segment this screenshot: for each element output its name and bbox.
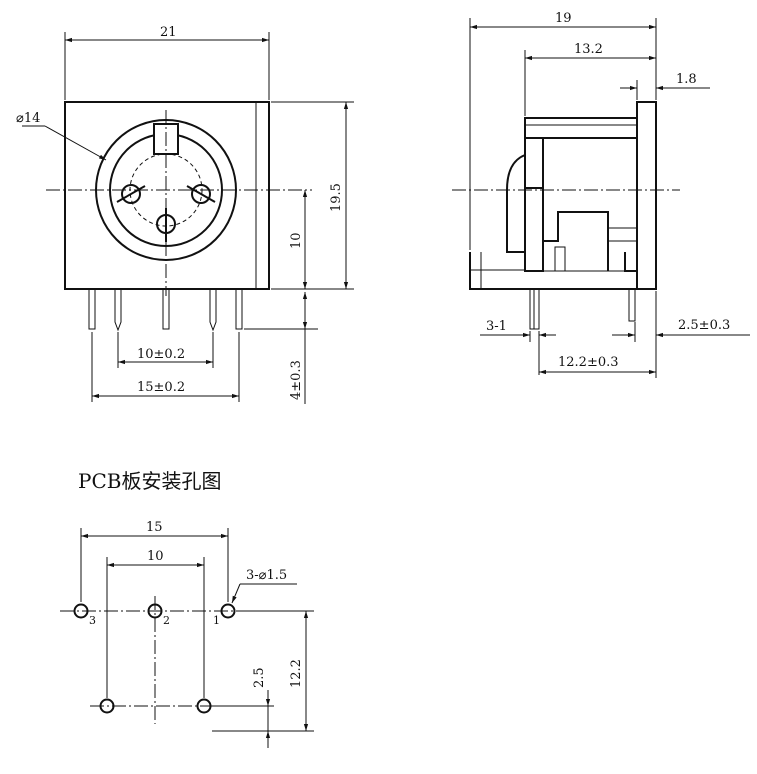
- pcb-hole-2: [147, 603, 163, 619]
- side-body-label: 13.2: [574, 42, 603, 57]
- side-depth-label: 19: [555, 11, 572, 26]
- side-rear-pin: [628, 288, 636, 322]
- front-view: 21 ⌀14 19.5 10 4±0.3 10±0.2 15±0.2: [16, 25, 354, 404]
- pin-contact-right: [186, 184, 216, 204]
- front-pin-height-label: 10: [289, 232, 304, 249]
- side-inner-step: [543, 211, 609, 271]
- pcb-row-pitch-label: 12.2: [289, 659, 304, 688]
- front-outer-pitch-label: 15±0.2: [137, 380, 185, 395]
- front-height-label: 19.5: [329, 183, 344, 212]
- front-diameter-label: ⌀14: [16, 111, 40, 126]
- pcb-hole-3: [73, 603, 89, 619]
- pcb-layout-title: PCB板安装孔图: [78, 469, 221, 493]
- side-flange-plate: [636, 101, 657, 290]
- front-pins: [88, 288, 243, 332]
- side-pin-offset-label: 2.5±0.3: [678, 318, 730, 333]
- pcb-inner-pitch-label: 10: [147, 549, 164, 564]
- side-pin-count-label: 3-1: [486, 319, 507, 334]
- pcb-hole-bottom-right: [196, 698, 212, 714]
- side-nose: [506, 154, 526, 253]
- pin-contact-left: [116, 184, 146, 204]
- side-view: 19 13.2 1.8 3-1 2.5±0.3 12.2±0.3: [452, 11, 750, 378]
- side-pin-row-label: 12.2±0.3: [558, 355, 619, 370]
- pcb-pin-number-3: 3: [89, 614, 96, 627]
- pcb-pin-number-2: 2: [163, 614, 170, 627]
- pcb-row-offset-label: 2.5: [252, 667, 267, 688]
- front-width-label: 21: [160, 25, 177, 40]
- side-top-body: [524, 117, 638, 139]
- pcb-hole-layout: PCB板安装孔图 3 2 1 15 10 3-⌀1.5: [60, 469, 314, 748]
- pcb-outer-pitch-label: 15: [146, 520, 163, 535]
- pcb-hole-1: [220, 603, 236, 619]
- side-flange-label: 1.8: [676, 72, 697, 87]
- pcb-pin-number-1: 1: [213, 614, 220, 627]
- pcb-hole-spec-label: 3-⌀1.5: [246, 568, 287, 583]
- side-main-body: [524, 138, 544, 272]
- pcb-hole-bottom-left: [99, 698, 115, 714]
- side-base: [469, 252, 638, 290]
- front-pin-length-label: 4±0.3: [289, 360, 304, 400]
- front-inner-pitch-label: 10±0.2: [137, 347, 185, 362]
